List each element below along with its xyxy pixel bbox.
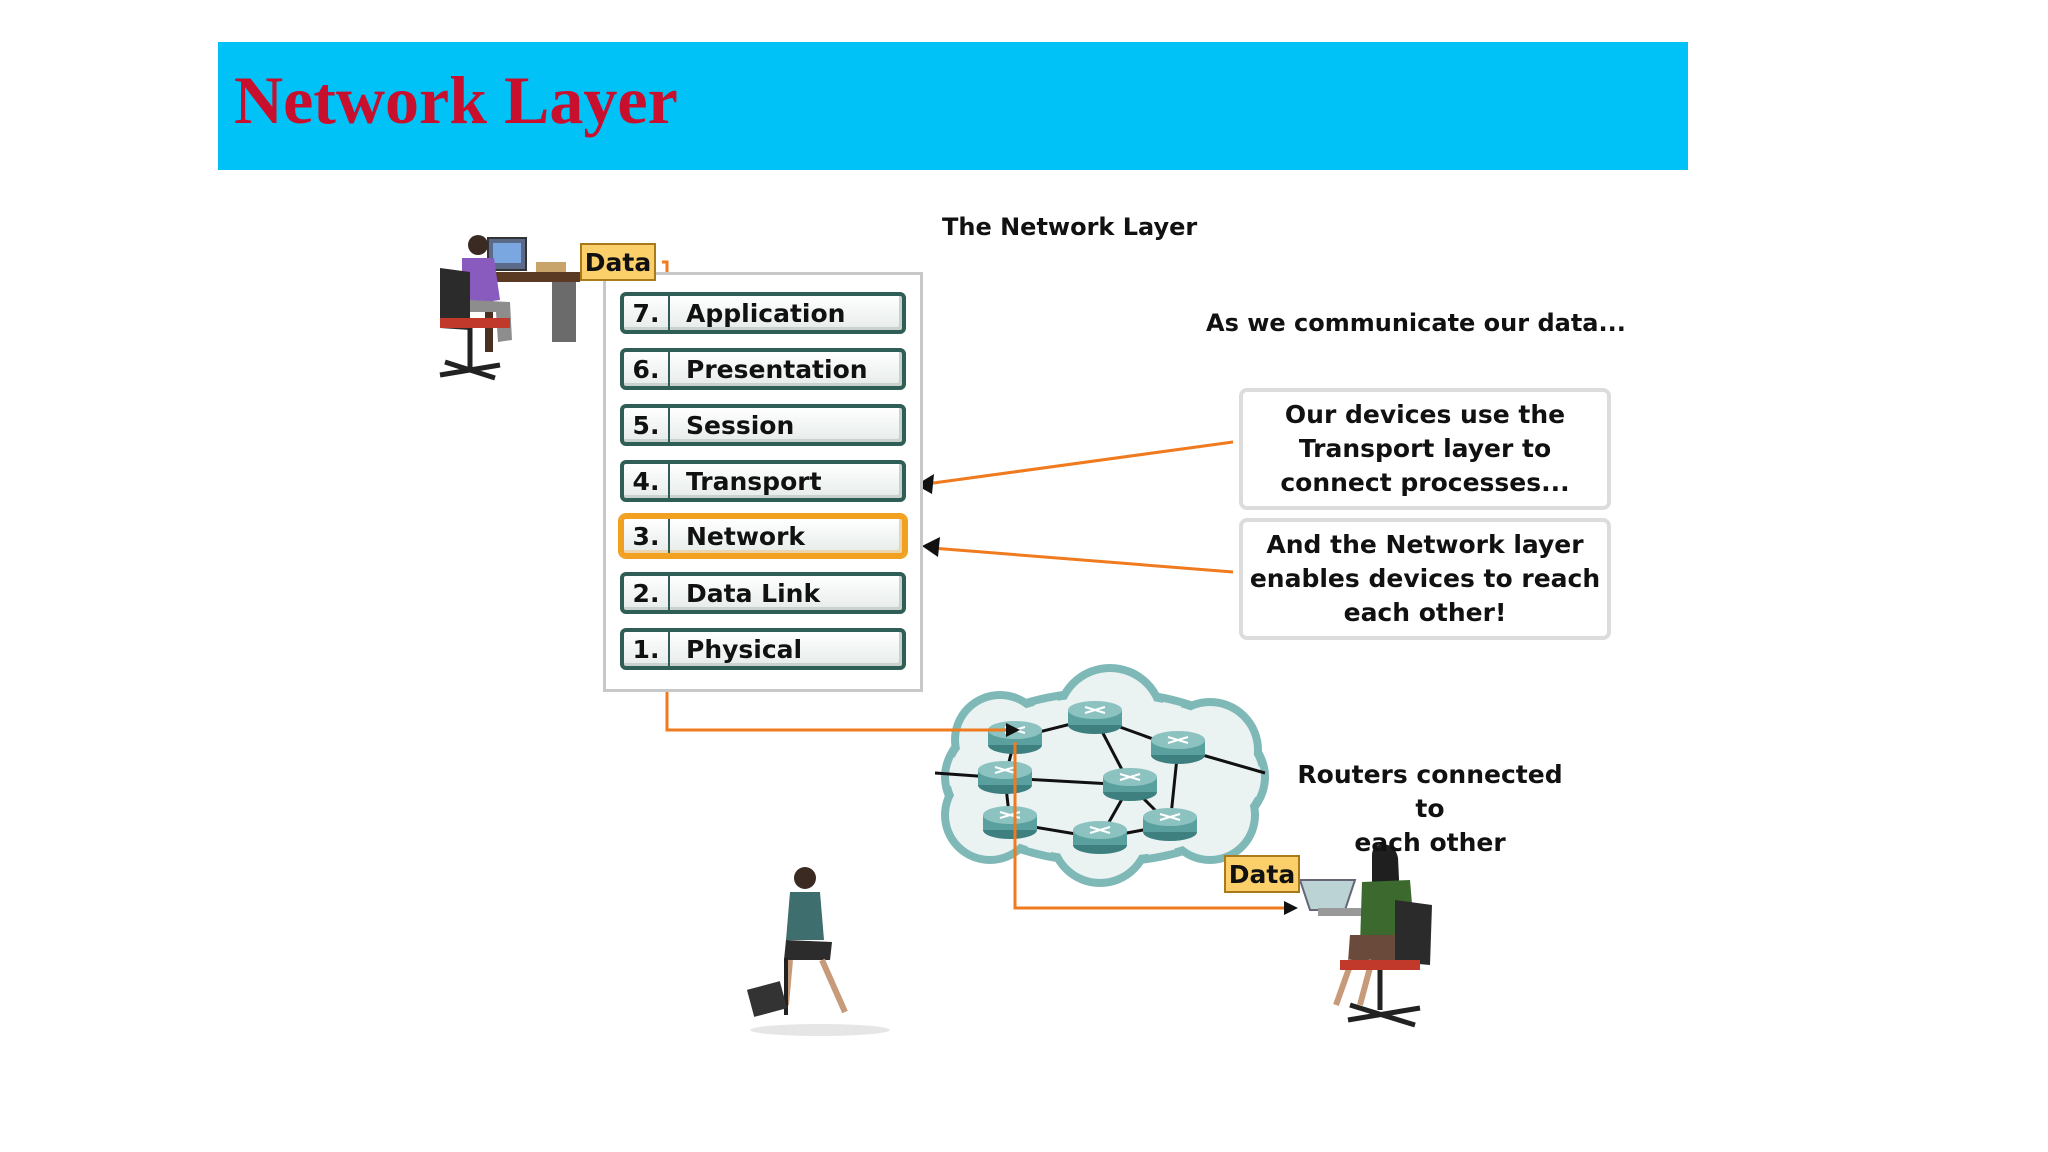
callout-transport-text: Our devices use the Transport layer to c… [1280, 400, 1570, 497]
router-icon [983, 806, 1037, 839]
layer-name: Session [686, 410, 795, 440]
layer-number: 5. [624, 408, 670, 442]
router-icons [978, 701, 1205, 854]
router-icon [1143, 808, 1197, 841]
layer-name: Application [686, 298, 846, 328]
layer-name: Transport [686, 466, 822, 496]
sender-user-icon [439, 235, 580, 381]
layer-name: Physical [686, 634, 803, 664]
arrowhead-icon [922, 537, 940, 557]
osi-layer-application: 7. Application [620, 292, 906, 334]
network-arrow [931, 546, 1234, 574]
seated-person-icon [746, 867, 890, 1036]
osi-layer-transport: 4. Transport [620, 460, 906, 502]
title-banner: Network Layer [218, 42, 1688, 170]
layer-name: Presentation [686, 354, 868, 384]
layer-name: Data Link [686, 578, 821, 608]
diagram-title: The Network Layer [942, 213, 1198, 241]
router-icon [1073, 821, 1127, 854]
router-icon [1103, 768, 1157, 801]
osi-layer-data-link: 2. Data Link [620, 572, 906, 614]
router-icon [1151, 731, 1205, 764]
layer-number: 2. [624, 576, 670, 610]
slide-title: Network Layer [234, 62, 678, 138]
arrowhead-icon [916, 474, 934, 494]
layer-number: 7. [624, 296, 670, 330]
layer-number: 4. [624, 464, 670, 498]
callout-transport: Our devices use the Transport layer to c… [1239, 388, 1611, 510]
data-tag-sender: Data [580, 243, 656, 281]
path-arrowhead-icon [1006, 723, 1020, 737]
osi-layer-network: 3. Network [620, 515, 906, 557]
intro-text: As we communicate our data... [1206, 309, 1626, 337]
layer-number: 6. [624, 352, 670, 386]
router-icon [1068, 701, 1122, 734]
callout-network: And the Network layer enables devices to… [1239, 518, 1611, 640]
osi-layer-physical: 1. Physical [620, 628, 906, 670]
layer-name: Network [686, 521, 806, 551]
receiver-user-icon [1298, 844, 1432, 1028]
layer-number: 1. [624, 632, 670, 666]
layer-number: 3. [624, 519, 670, 553]
data-tag-receiver: Data [1224, 855, 1300, 893]
osi-layer-session: 5. Session [620, 404, 906, 446]
router-icon [978, 761, 1032, 794]
routers-label: Routers connected to each other [1297, 760, 1563, 857]
path-arrowhead-icon [1284, 901, 1298, 915]
callout-network-text: And the Network layer enables devices to… [1249, 530, 1601, 627]
osi-layer-presentation: 6. Presentation [620, 348, 906, 390]
transport-arrow [925, 440, 1234, 486]
